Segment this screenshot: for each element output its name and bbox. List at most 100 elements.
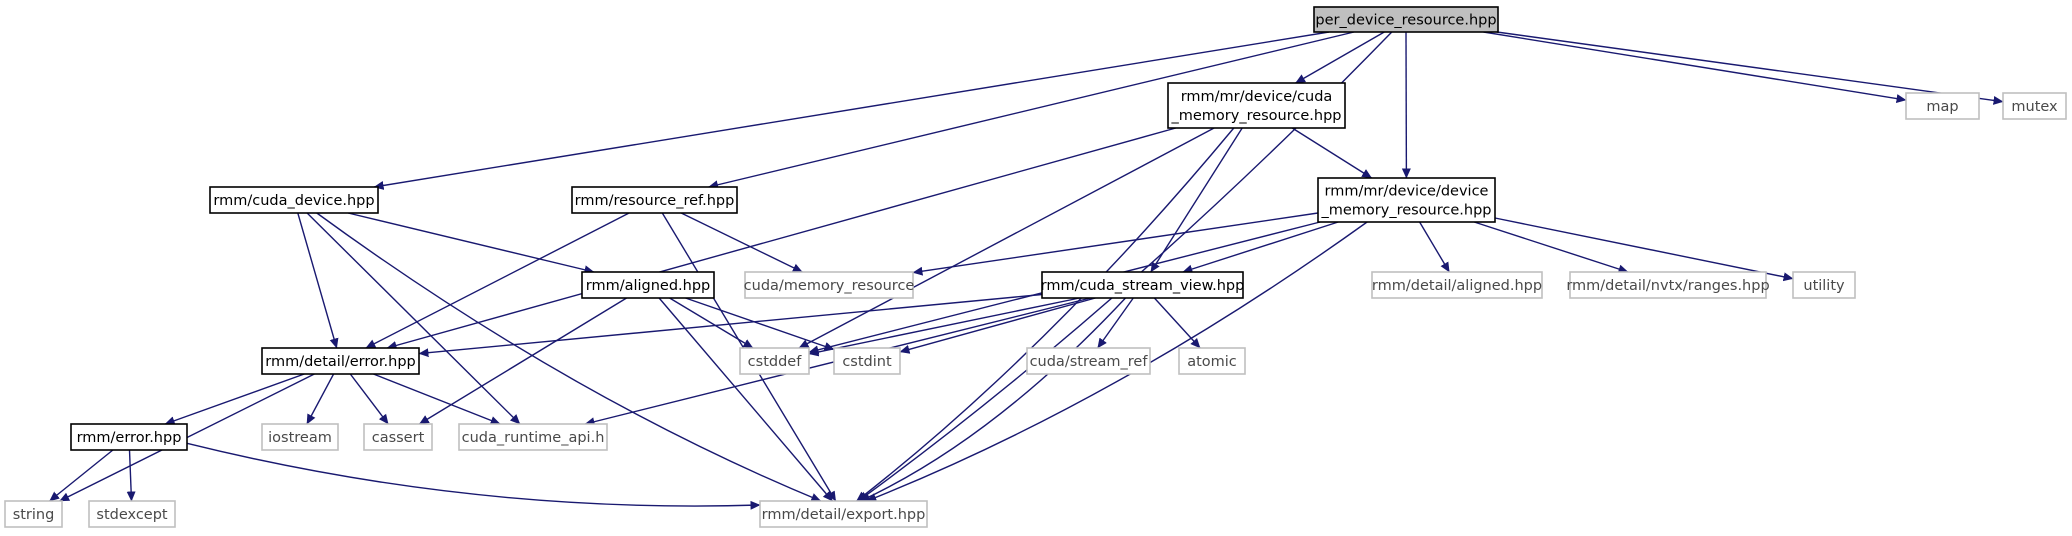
node-label: rmm/detail/export.hpp — [762, 507, 926, 523]
node-label: rmm/aligned.hpp — [586, 278, 711, 294]
edge-rmm_error-to-string — [49, 449, 114, 502]
edge-detail_error-to-rmm_error — [164, 373, 305, 426]
node-box — [70, 423, 188, 451]
node-mutex: mutex — [2002, 92, 2067, 120]
node-rmm-error[interactable]: rmm/error.hpp — [70, 423, 188, 451]
node-cstdint: cstdint — [833, 347, 901, 375]
edges-layer — [49, 31, 2004, 510]
node-box — [1041, 271, 1244, 299]
node-cassert: cassert — [363, 423, 433, 451]
node-label: rmm/detail/error.hpp — [265, 354, 415, 370]
node-label: cstddef — [748, 354, 803, 370]
edge-device_mr-to-cuda_memory_resource — [912, 212, 1319, 276]
node-label: utility — [1803, 278, 1845, 294]
node-box — [833, 347, 901, 375]
edge-device_mr-to-utility — [1494, 217, 1794, 282]
node-label: cstdint — [842, 354, 892, 370]
node-box — [261, 347, 420, 375]
node-stream-ref: cuda/stream_ref — [1026, 347, 1151, 375]
node-box — [261, 423, 339, 451]
node-label: cuda/memory_resource — [744, 278, 915, 294]
node-label: _memory_resource.hpp — [1170, 108, 1341, 124]
edge-cuda_mr-to-export — [856, 127, 1235, 502]
node-box — [1178, 347, 1246, 375]
node-label: per_device_resource.hpp — [1315, 13, 1496, 29]
edge-device_mr-to-export — [866, 221, 1368, 502]
node-box — [458, 423, 608, 451]
node-map: map — [1905, 92, 1980, 120]
node-label: cassert — [372, 430, 425, 446]
node-label: map — [1926, 99, 1958, 115]
edge-stream_view-to-stream_ref — [1097, 297, 1134, 349]
node-label: atomic — [1187, 354, 1237, 370]
edge-detail_error-to-cassert — [349, 373, 389, 425]
edge-stream_view-to-atomic — [1153, 297, 1201, 349]
node-aligned[interactable]: rmm/aligned.hpp — [581, 271, 715, 299]
node-box — [4, 500, 63, 528]
edge-root-to-map — [1483, 31, 1907, 104]
node-cstddef: cstddef — [739, 347, 810, 375]
node-label: stdexcept — [96, 507, 168, 523]
node-box — [581, 271, 715, 299]
node-runtime-api: cuda_runtime_api.h — [458, 423, 608, 451]
node-label: rmm/mr/device/device — [1325, 184, 1489, 200]
edge-cuda_device-to-runtime_api — [306, 212, 521, 425]
node-cuda-mr[interactable]: rmm/mr/device/cuda _memory_resource.hpp — [1167, 82, 1346, 129]
node-box — [759, 500, 928, 528]
node-box — [1569, 271, 1767, 299]
node-box — [1167, 82, 1346, 129]
node-resource-ref[interactable]: rmm/resource_ref.hpp — [571, 186, 738, 214]
node-box — [1313, 6, 1499, 33]
node-stdexcept: stdexcept — [88, 500, 176, 528]
edge-cuda_mr-to-stream_view — [1150, 127, 1243, 273]
node-box — [88, 500, 176, 528]
node-device-mr[interactable]: rmm/mr/device/device_memory_resource.hpp — [1317, 177, 1496, 223]
edge-detail_error-to-iostream — [306, 373, 335, 425]
edge-aligned-to-cstddef — [669, 297, 754, 349]
node-box — [363, 423, 433, 451]
edge-stream_view-to-cstdint — [899, 297, 1096, 354]
edge-resource_ref-to-cuda_memory_resource — [680, 212, 803, 273]
edge-cuda_device-to-detail_error — [297, 212, 339, 349]
node-label: iostream — [268, 430, 332, 446]
node-box — [571, 186, 738, 214]
node-box — [209, 186, 379, 214]
edge-cuda_mr-to-device_mr — [1291, 127, 1373, 179]
node-stream-view[interactable]: rmm/cuda_stream_view.hpp — [1041, 271, 1245, 299]
node-detail-aligned: rmm/detail/aligned.hpp — [1371, 271, 1543, 299]
node-box — [739, 347, 810, 375]
node-box — [1792, 271, 1856, 299]
node-box — [1371, 271, 1543, 299]
node-detail-error[interactable]: rmm/detail/error.hpp — [261, 347, 420, 375]
node-cuda-memory-resource: cuda/memory_resource — [744, 271, 915, 299]
edge-rmm_error-to-stdexcept — [126, 449, 136, 502]
edge-detail_error-to-runtime_api — [373, 373, 501, 425]
edge-stream_view-to-cstddef — [808, 297, 1080, 357]
node-atomic: atomic — [1178, 347, 1246, 375]
node-string: string — [4, 500, 63, 528]
node-cuda-device[interactable]: rmm/cuda_device.hpp — [209, 186, 379, 214]
edge-stream_view-to-detail_error — [418, 293, 1043, 358]
node-export: rmm/detail/export.hpp — [759, 500, 928, 528]
edge-root-to-cuda_device — [373, 31, 1330, 190]
node-root[interactable]: per_device_resource.hpp — [1313, 6, 1499, 33]
node-iostream: iostream — [261, 423, 339, 451]
edge-aligned-to-export — [658, 297, 833, 502]
node-nvtx: rmm/detail/nvtx/ranges.hpp — [1566, 271, 1770, 299]
node-label: rmm/mr/device/cuda — [1181, 89, 1333, 105]
edge-resource_ref-to-detail_error — [365, 212, 630, 349]
node-box — [1905, 92, 1980, 120]
node-label: rmm/cuda_stream_view.hpp — [1041, 278, 1245, 294]
edge-root-to-cuda_mr — [1295, 31, 1385, 84]
node-label: mutex — [2011, 99, 2058, 115]
node-label: rmm/resource_ref.hpp — [575, 193, 735, 209]
edge-aligned-to-cstdint — [685, 297, 835, 351]
edge-cuda_mr-to-cstddef — [798, 127, 1215, 349]
node-box — [1317, 177, 1496, 223]
node-box — [744, 271, 914, 299]
node-label: rmm/detail/nvtx/ranges.hpp — [1566, 278, 1769, 294]
edge-device_mr-to-nvtx — [1473, 221, 1629, 274]
node-utility: utility — [1792, 271, 1856, 299]
node-label: cuda/stream_ref — [1030, 354, 1149, 370]
